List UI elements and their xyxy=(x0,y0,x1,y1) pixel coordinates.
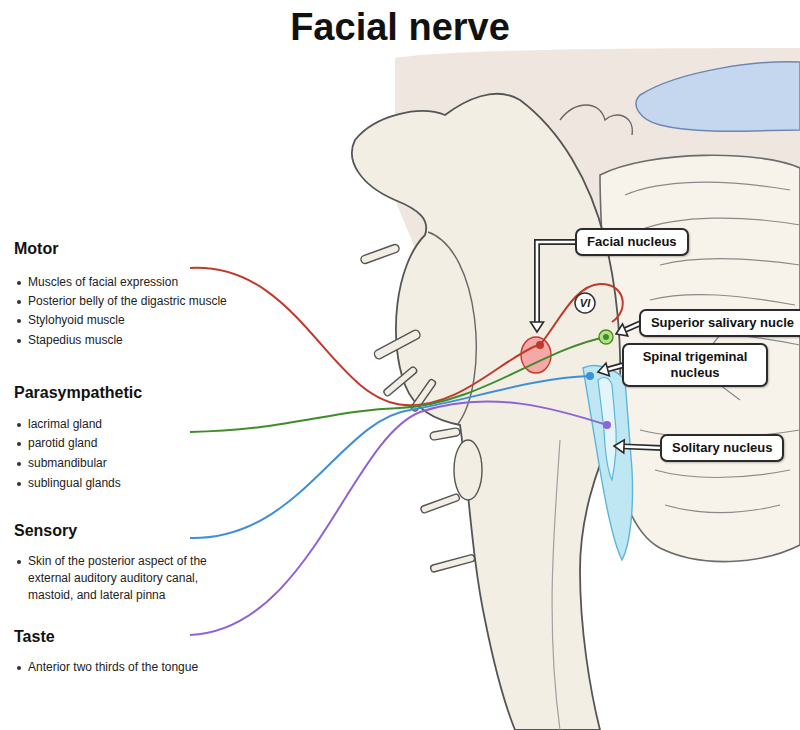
olive xyxy=(454,440,482,500)
nucleus-name: Facial nucleus xyxy=(587,234,677,250)
leader-head xyxy=(531,322,544,332)
folium-line xyxy=(625,182,790,195)
target-item: sublingual glands xyxy=(28,475,121,492)
nucleus-name: Superior salivary nucle xyxy=(651,315,794,331)
bullet-point xyxy=(17,300,21,304)
target-item: Anterior two thirds of the tongue xyxy=(28,659,198,676)
leader-arrow xyxy=(598,363,624,376)
bullet-point xyxy=(17,281,21,285)
target-item: Skin of the posterior aspect of the exte… xyxy=(28,553,233,604)
bullet-point xyxy=(17,560,21,564)
bullet-point xyxy=(17,339,21,343)
nucleus-dot xyxy=(586,372,594,380)
bullet-point xyxy=(17,442,21,446)
target-item: Stylohyoid muscle xyxy=(28,312,125,329)
leader-head xyxy=(616,324,628,336)
nucleus-dot xyxy=(603,421,611,429)
nucleus-dot xyxy=(603,334,609,340)
nerve-root xyxy=(420,493,460,513)
ventricle xyxy=(636,62,800,131)
leader-fill xyxy=(623,446,662,448)
nerve-root xyxy=(383,366,418,397)
bullet-point xyxy=(17,482,21,486)
circle-outline xyxy=(575,293,595,313)
target-item: Posterior belly of the digastric muscle xyxy=(28,293,227,310)
folium-line xyxy=(665,505,780,513)
spinal-trigeminal-column xyxy=(583,366,633,560)
target-item: Stapedius muscle xyxy=(28,332,123,349)
leader-arrow xyxy=(531,242,578,332)
folium-line xyxy=(655,470,790,478)
solitary-column xyxy=(598,378,616,480)
nucleus-name: Solitary nucleus xyxy=(672,440,772,456)
brainstem xyxy=(352,94,620,730)
colliculi xyxy=(560,105,632,135)
bullet-point xyxy=(17,423,21,427)
nerve-root xyxy=(430,427,461,440)
folium-line xyxy=(650,295,795,305)
leader-head xyxy=(614,440,624,453)
target-item: parotid gland xyxy=(28,435,97,452)
bullet-point xyxy=(17,319,21,323)
target-item: lacrimal gland xyxy=(28,416,102,433)
nucleus-symbol: VI xyxy=(580,298,590,309)
bullet-point xyxy=(17,462,21,466)
target-item: Muscles of facial expression xyxy=(28,274,178,291)
branch-heading: Parasympathetic xyxy=(14,383,142,403)
nucleus-name: Spinal trigeminal nucleus xyxy=(634,349,756,381)
nerve-fibres xyxy=(190,268,623,635)
folium-line xyxy=(660,259,800,265)
motor-fibre xyxy=(190,268,538,405)
leader-arrow xyxy=(616,323,641,336)
nerve-root xyxy=(373,329,421,360)
leader-outline xyxy=(537,242,577,323)
parasympathetic-fibre xyxy=(190,337,606,432)
nucleus-callout: Spinal trigeminal nucleus xyxy=(622,343,768,387)
leader-arrow xyxy=(614,440,662,453)
diagram-title: Facial nerve xyxy=(0,4,800,50)
nerve-root xyxy=(360,243,400,264)
nucleus-callout: Solitary nucleus xyxy=(660,434,784,462)
leader-outline xyxy=(623,446,662,448)
bullet-point xyxy=(17,666,21,670)
motor-fibre-loop xyxy=(540,284,623,345)
target-item: submandibular xyxy=(28,455,107,472)
branch-heading: Motor xyxy=(14,239,58,259)
nucleus-dot xyxy=(536,341,544,349)
nerve-root xyxy=(430,554,475,572)
branch-heading: Taste xyxy=(14,627,55,647)
nucleus-callout: Superior salivary nucle xyxy=(639,309,800,337)
taste-fibre xyxy=(190,401,607,635)
sensory-fibre xyxy=(190,376,590,538)
branch-heading: Sensory xyxy=(14,521,77,541)
nucleus-callout: Facial nucleus xyxy=(575,228,689,256)
salivary-nucleus-shape xyxy=(599,330,613,344)
leader-head xyxy=(598,363,609,376)
abducens-nucleus-circle: VI xyxy=(574,292,596,314)
leader-fill xyxy=(537,242,577,323)
central-canal xyxy=(552,440,560,730)
